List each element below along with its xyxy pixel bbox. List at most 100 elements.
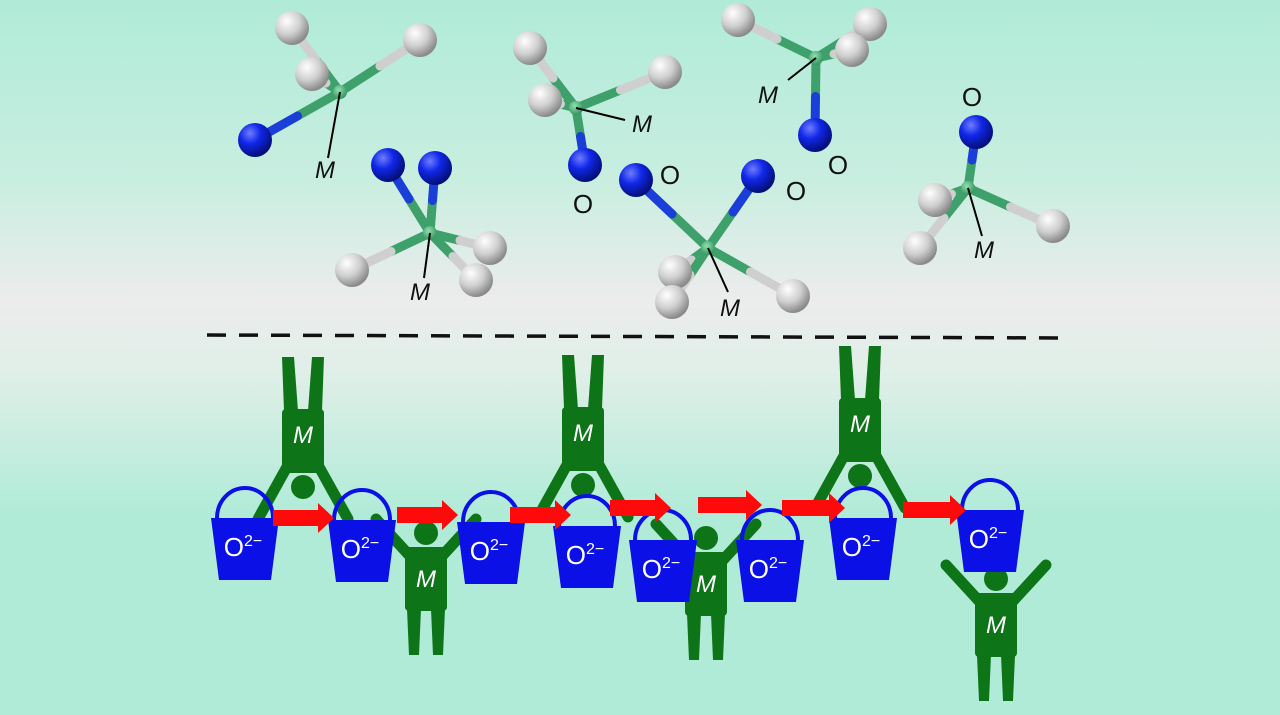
oxide-ion-label: O2−: [566, 540, 604, 570]
oxide-bucket: O2−: [328, 488, 396, 582]
molecule: MO: [903, 82, 1070, 265]
molecule: M: [238, 11, 437, 184]
bucket-body: [956, 510, 1024, 572]
oxide-bucket: O2−: [457, 490, 525, 584]
oxide-ion-label: O2−: [749, 554, 787, 584]
oxide-charge: 2−: [244, 533, 262, 550]
person-arm: [940, 559, 985, 607]
ligand-atom: [459, 263, 493, 297]
person-leg: [839, 346, 855, 400]
molecule: MOO: [619, 159, 810, 322]
oxygen-atom: [238, 123, 272, 157]
oxide-charge: 2−: [662, 555, 680, 572]
arrow-shaft: [903, 502, 952, 518]
bond-metal-half: [293, 87, 345, 121]
person-leg: [865, 346, 881, 400]
oxide-ion-label: O2−: [969, 524, 1007, 554]
person-torso: [282, 409, 324, 473]
oxide-ion-label: O2−: [224, 532, 262, 562]
oxide-bucket: O2−: [956, 478, 1024, 572]
transfer-arrow: [273, 503, 334, 533]
person-leg: [282, 357, 298, 411]
oxide-symbol: O: [749, 554, 769, 584]
person-inverted: M: [252, 357, 354, 525]
person-leg: [687, 614, 701, 660]
bucket-body: [211, 518, 279, 580]
person-leg: [407, 609, 421, 655]
label-leader-line: [575, 107, 626, 121]
person-leg: [562, 355, 578, 409]
bucket-body: [736, 540, 804, 602]
oxide-symbol: O: [566, 540, 586, 570]
oxygen-label: O: [660, 160, 680, 190]
bond-metal-half: [963, 183, 1015, 212]
arrow-shaft: [782, 500, 831, 516]
person-metal-label: M: [696, 571, 716, 598]
bucket-handle: [557, 494, 617, 527]
arrow-head: [829, 493, 845, 523]
ligand-atom: [835, 33, 869, 67]
oxide-bucket: O2−: [829, 486, 897, 580]
ligand-atom: [528, 83, 562, 117]
person-arm: [809, 448, 851, 514]
person-upright: M: [940, 559, 1052, 701]
person-arm: [252, 459, 294, 525]
transfer-arrow: [397, 500, 458, 530]
bucket-handle: [960, 478, 1020, 511]
oxide-symbol: O: [969, 524, 989, 554]
oxide-ion-label: O2−: [470, 536, 508, 566]
ligand-atom: [648, 55, 682, 89]
ligand-atom: [721, 3, 755, 37]
molecule: MO: [513, 31, 682, 219]
label-leader-line: [423, 232, 431, 279]
person-inverted: M: [809, 346, 911, 514]
oxygen-label: O: [962, 82, 982, 112]
oxygen-atom: [619, 163, 653, 197]
person-leg: [308, 357, 324, 411]
ligand-atom: [335, 253, 369, 287]
arrow-shaft: [698, 497, 748, 513]
person-metal-label: M: [573, 420, 593, 447]
metal-label: M: [758, 82, 778, 109]
label-leader-line: [327, 91, 341, 159]
person-head: [571, 473, 595, 497]
oxide-charge: 2−: [769, 555, 787, 572]
person-leg: [977, 655, 991, 701]
oxygen-atom: [959, 115, 993, 149]
person-torso: [975, 593, 1017, 657]
molecule: M: [335, 148, 507, 306]
bucket-handle: [740, 508, 800, 541]
oxygen-atom: [568, 148, 602, 182]
bucket-body: [629, 540, 697, 602]
label-leader-line: [787, 57, 817, 81]
person-metal-label: M: [986, 612, 1006, 639]
person-torso: [562, 407, 604, 471]
arrow-head: [950, 495, 966, 525]
ligand-atom: [918, 183, 952, 217]
ligand-atom: [658, 255, 692, 289]
person-inverted: M: [532, 355, 634, 523]
oxide-symbol: O: [341, 534, 361, 564]
divider-line: [206, 333, 1071, 340]
ligand-atom: [903, 231, 937, 265]
oxide-bucket: O2−: [211, 486, 279, 580]
person-leg: [431, 609, 445, 655]
oxygen-atom: [418, 151, 452, 185]
arrow-shaft: [397, 507, 444, 523]
oxide-ion-label: O2−: [842, 532, 880, 562]
ligand-atom: [275, 11, 309, 45]
ligand-atom: [473, 231, 507, 265]
arrow-shaft: [610, 500, 657, 516]
ligand-atom: [853, 7, 887, 41]
bond-metal-half: [703, 243, 755, 277]
oxide-charge: 2−: [586, 541, 604, 558]
ligand-atom: [513, 31, 547, 65]
person-arm: [869, 448, 911, 514]
bond-metal-half: [667, 209, 713, 253]
person-arm: [1007, 559, 1052, 607]
metal-label: M: [974, 237, 994, 264]
person-head: [291, 475, 315, 499]
person-leg: [1001, 655, 1015, 701]
bucket-handle: [215, 486, 275, 519]
